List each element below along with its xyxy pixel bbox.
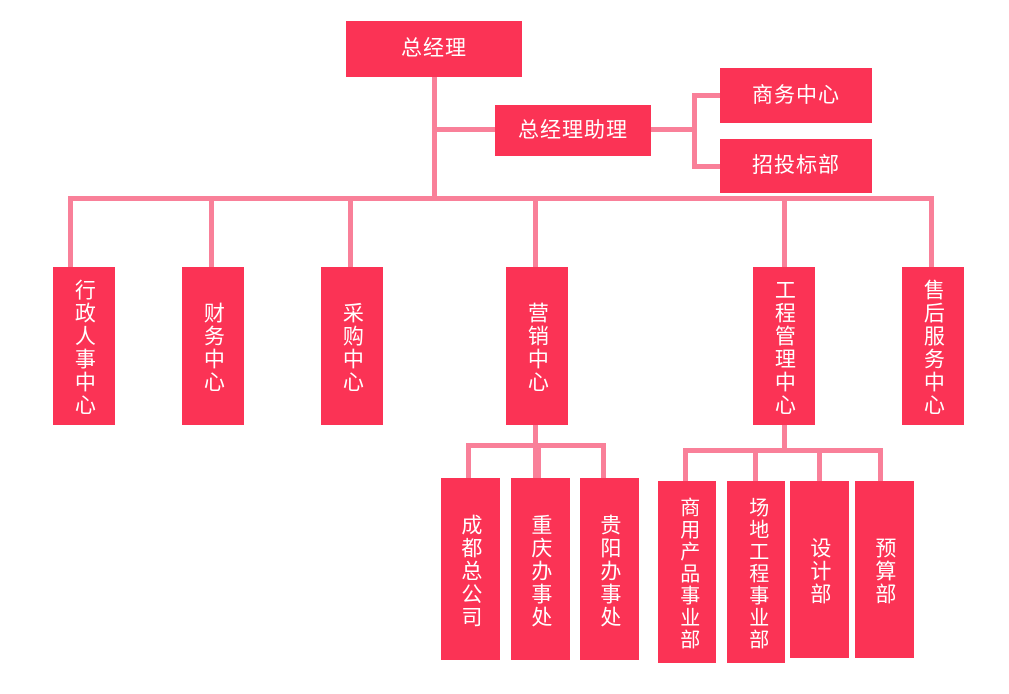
node-bidding-dept[interactable]: 招投标部 bbox=[720, 139, 872, 193]
node-site-engineering-division[interactable]: 场地工程事业部 bbox=[727, 481, 785, 663]
connector-root-stem bbox=[432, 76, 437, 200]
node-finance-center[interactable]: 财务中心 bbox=[182, 267, 244, 425]
node-guiyang-office[interactable]: 贵阳办事处 bbox=[580, 478, 639, 660]
connector-engineering-stem bbox=[782, 423, 787, 451]
connector-drop-purchase bbox=[348, 196, 353, 268]
connector-root-to-assistant bbox=[432, 127, 498, 132]
connector-marketing-drop-guiyang bbox=[601, 443, 606, 478]
node-business-center[interactable]: 商务中心 bbox=[720, 68, 872, 123]
connector-engineering-drop-budget bbox=[878, 448, 883, 481]
connector-drop-aftersales bbox=[929, 196, 934, 268]
connector-engineering-drop-site bbox=[753, 448, 758, 481]
node-gm-assistant[interactable]: 总经理助理 bbox=[495, 105, 651, 156]
connector-marketing-drop-chengdu bbox=[466, 443, 471, 478]
node-purchasing-center[interactable]: 采购中心 bbox=[321, 267, 383, 425]
connector-marketing-drop-chongqing bbox=[536, 443, 541, 478]
node-admin-hr-center[interactable]: 行政人事中心 bbox=[53, 267, 115, 425]
connector-drop-engineering bbox=[782, 196, 787, 268]
connector-assistant-spine bbox=[692, 93, 697, 169]
node-aftersales-center[interactable]: 售后服务中心 bbox=[902, 267, 964, 425]
node-chengdu-head-office[interactable]: 成都总公司 bbox=[441, 478, 500, 660]
connector-marketing-stem bbox=[533, 423, 538, 478]
connector-engineering-drop-design bbox=[817, 448, 822, 481]
connector-assistant-stub bbox=[649, 127, 697, 132]
node-engineering-mgmt-center[interactable]: 工程管理中心 bbox=[753, 267, 815, 425]
connector-drop-finance bbox=[209, 196, 214, 268]
node-general-manager[interactable]: 总经理 bbox=[346, 21, 522, 77]
connector-drop-marketing bbox=[533, 196, 538, 268]
node-commercial-product-division[interactable]: 商用产品事业部 bbox=[658, 481, 716, 663]
node-chongqing-office[interactable]: 重庆办事处 bbox=[511, 478, 570, 660]
node-marketing-center[interactable]: 营销中心 bbox=[506, 267, 568, 425]
connector-assistant-to-bidding bbox=[692, 164, 724, 169]
connector-assistant-to-business bbox=[692, 93, 724, 98]
connector-drop-admin bbox=[68, 196, 73, 268]
node-budget-dept[interactable]: 预算部 bbox=[855, 481, 914, 658]
node-design-dept[interactable]: 设计部 bbox=[790, 481, 849, 658]
connector-engineering-bar bbox=[683, 448, 883, 453]
connector-engineering-drop-commercial bbox=[683, 448, 688, 481]
connector-main-trunk bbox=[68, 196, 934, 201]
